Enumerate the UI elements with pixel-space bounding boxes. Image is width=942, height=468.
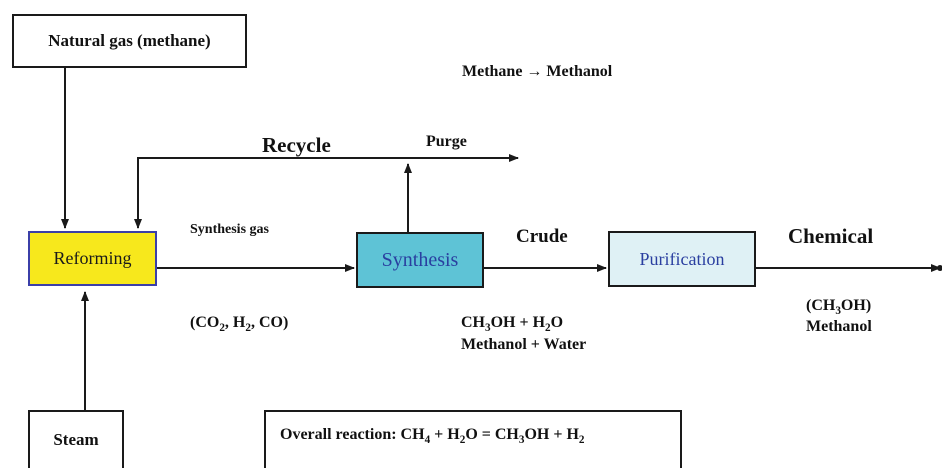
recycle-loop-line (134, 157, 408, 229)
synthesis-gas-label: Synthesis gas (190, 222, 269, 237)
reforming-label: Reforming (53, 248, 132, 268)
purge-label: Purge (426, 133, 467, 150)
purification-label: Purification (639, 248, 725, 269)
natural-gas-label: Natural gas (methane) (48, 31, 211, 50)
reforming-box: Reforming (28, 231, 157, 286)
purification-box: Purification (608, 231, 756, 287)
synthesis-label: Synthesis (381, 248, 459, 271)
synthesis-box: Synthesis (356, 232, 484, 288)
synthesis-gas-formula: (CO2, H2, CO) (190, 314, 289, 335)
recycle-label: Recycle (262, 133, 331, 157)
crude-formula: CH3OH + H2O (461, 314, 564, 335)
crude-description: Methanol + Water (461, 336, 587, 353)
natural-gas-box: Natural gas (methane) (12, 14, 247, 68)
diagram-title: Methane → Methanol (462, 63, 613, 80)
chemical-description: Methanol (806, 318, 872, 335)
product-line-end (937, 265, 942, 271)
steam-label: Steam (53, 430, 99, 449)
overall-reaction-text: Overall reaction: CH4 + H2O = CH3OH + H2 (280, 426, 585, 447)
chemical-label: Chemical (788, 224, 874, 248)
chemical-formula: (CH3OH) (806, 297, 872, 318)
steam-box: Steam (28, 410, 124, 468)
overall-reaction-box: Overall reaction: CH4 + H2O = CH3OH + H2 (264, 410, 682, 468)
crude-label: Crude (516, 226, 568, 247)
